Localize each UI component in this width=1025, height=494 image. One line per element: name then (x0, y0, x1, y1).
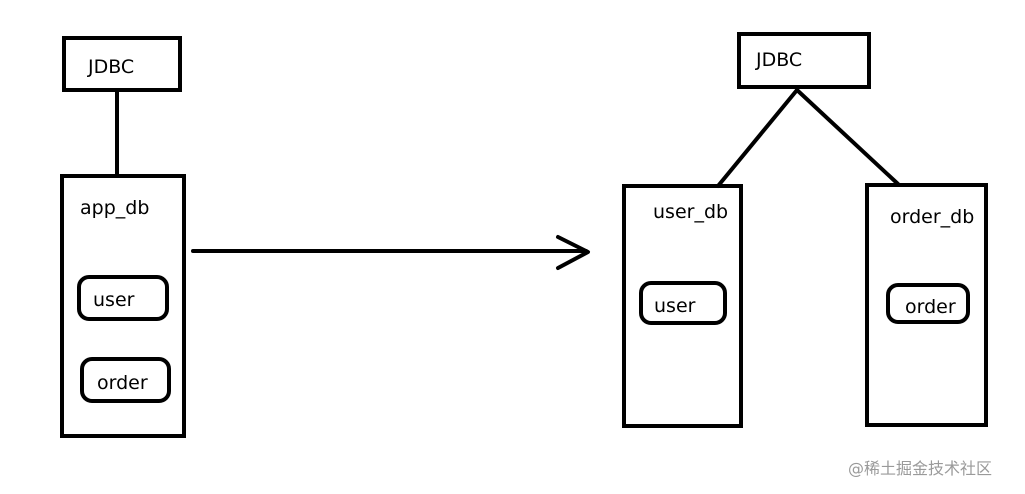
order-db-order-table (886, 283, 970, 324)
app-db-box (60, 174, 186, 438)
left-jdbc-box (62, 36, 182, 92)
user-db-label: user_db (653, 201, 728, 223)
app-db-user-label: user (93, 289, 135, 311)
app-db-user-table (77, 275, 169, 321)
user-db-user-label: user (654, 295, 696, 317)
right-jdbc-box (737, 32, 871, 89)
user-db-box (622, 184, 743, 428)
order-db-box (865, 183, 988, 427)
app-db-order-table (80, 357, 171, 403)
order-db-label: order_db (890, 206, 974, 228)
app-db-label: app_db (80, 197, 149, 219)
watermark-text: @稀土掘金技术社区 (848, 459, 992, 478)
jdbc-to-order-db-connector (795, 88, 900, 186)
jdbc-to-user-db-connector (716, 88, 799, 188)
user-db-user-table (639, 281, 727, 325)
right-jdbc-label: JDBC (755, 49, 802, 71)
left-jdbc-label: JDBC (87, 56, 134, 78)
order-db-order-label: order (905, 296, 956, 318)
app-db-order-label: order (97, 372, 148, 394)
split-arrow-head (556, 235, 590, 270)
